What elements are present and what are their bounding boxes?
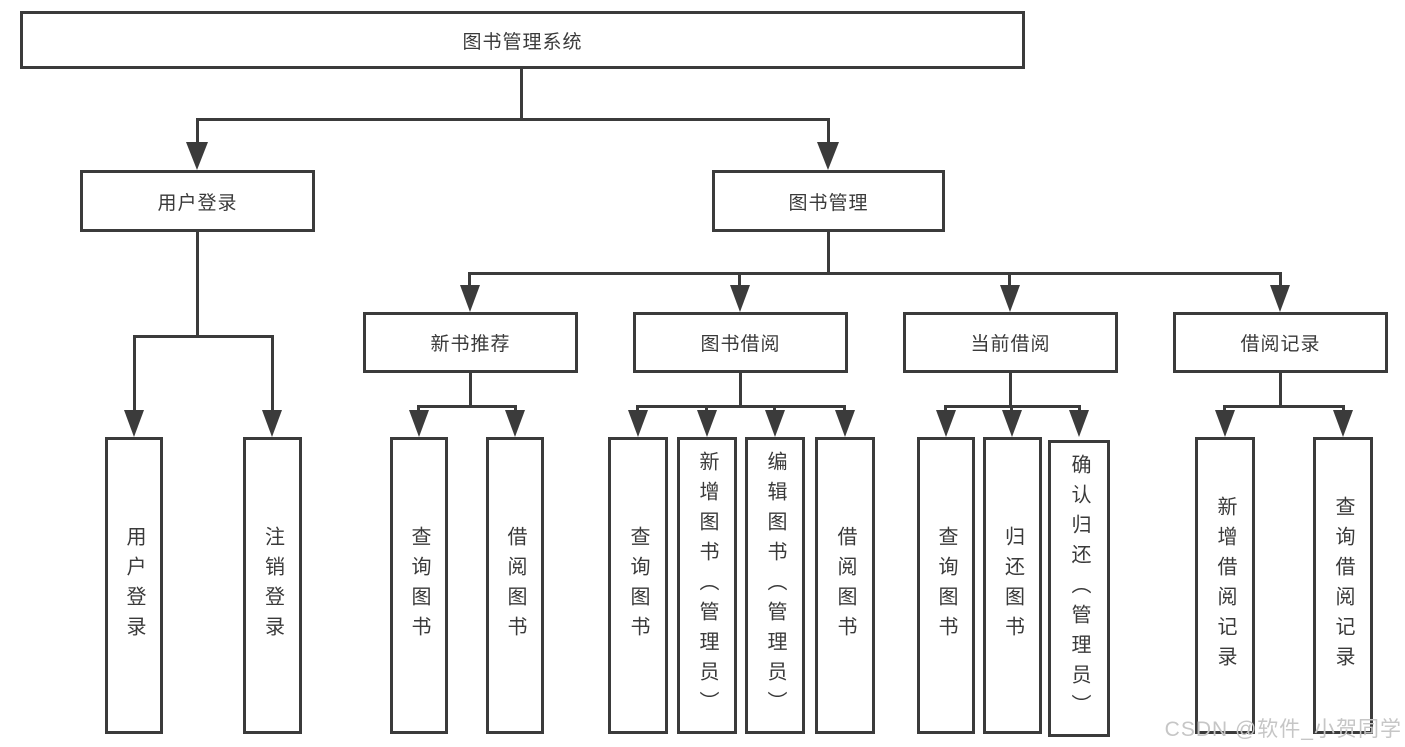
- connector-current-branch: [944, 405, 1081, 408]
- node-book-management: 图书管理: [712, 170, 945, 232]
- node-label: 借阅图书: [834, 525, 856, 646]
- leaf-borrow-edit-books-admin: 编辑图书（管理员）: [745, 437, 805, 734]
- connector-login-trunk: [196, 232, 199, 335]
- node-new-book-recommend: 新书推荐: [363, 312, 578, 373]
- leaf-current-return-books: 归还图书: [983, 437, 1042, 734]
- node-label: 图书管理系统: [462, 31, 583, 53]
- leaf-logout: 注销登录: [243, 437, 302, 734]
- node-label: 用户登录: [157, 192, 238, 214]
- arrow-down-icon: [1215, 410, 1235, 437]
- arrow-down-icon: [505, 410, 525, 437]
- connector-borrow-trunk: [739, 373, 742, 405]
- connector-records-branch: [1223, 405, 1345, 408]
- node-label: 新书推荐: [430, 334, 511, 355]
- arrow-down-icon: [697, 410, 717, 437]
- arrow-down-icon: [1069, 410, 1089, 437]
- arrow-down-icon: [1333, 410, 1353, 437]
- leaf-borrow-query-books: 查询图书: [608, 437, 668, 734]
- node-user-login: 用户登录: [80, 170, 315, 232]
- node-current-borrowing: 当前借阅: [903, 312, 1118, 373]
- connector-login-branch: [133, 335, 274, 338]
- node-label: 查询借阅记录: [1332, 495, 1354, 676]
- leaf-borrow-borrow-books: 借阅图书: [815, 437, 875, 734]
- node-label: 查询图书: [627, 525, 649, 646]
- arrow-down-icon: [1002, 410, 1022, 437]
- arrow-down-icon: [765, 410, 785, 437]
- node-label: 用户登录: [123, 525, 145, 646]
- node-label: 归还图书: [1001, 525, 1024, 646]
- node-book-borrowing: 图书借阅: [633, 312, 848, 373]
- node-label: 借阅记录: [1240, 334, 1321, 355]
- node-label: 新增图书（管理员）: [696, 450, 718, 721]
- connector-stub-leaf-login: [133, 338, 136, 412]
- leaf-rec-borrow-books: 借阅图书: [486, 437, 544, 734]
- connector-rec-branch: [417, 405, 517, 408]
- node-label: 编辑图书（管理员）: [764, 450, 786, 721]
- node-label: 查询图书: [408, 525, 430, 646]
- leaf-records-add-record: 新增借阅记录: [1195, 437, 1255, 734]
- arrow-down-icon: [262, 410, 282, 437]
- arrow-down-icon: [628, 410, 648, 437]
- connector-stub-borrow: [738, 275, 741, 287]
- arrow-down-icon: [936, 410, 956, 437]
- connector-rec-trunk: [469, 373, 472, 405]
- arrow-down-icon: [186, 142, 208, 170]
- leaf-user-login: 用户登录: [105, 437, 163, 734]
- arrow-down-icon: [1000, 285, 1020, 312]
- node-label: 当前借阅: [970, 334, 1051, 355]
- node-label: 借阅图书: [504, 525, 526, 646]
- connector-stub-book-mgmt: [827, 121, 830, 144]
- connector-stub-rec: [468, 275, 471, 287]
- leaf-rec-query-books: 查询图书: [390, 437, 448, 734]
- connector-mgmt-branch: [468, 272, 1282, 275]
- leaf-current-confirm-return-admin: 确认归还（管理员）: [1048, 440, 1110, 737]
- arrow-down-icon: [730, 285, 750, 312]
- connector-borrow-branch: [636, 405, 846, 408]
- leaf-current-query-books: 查询图书: [917, 437, 975, 734]
- node-label: 新增借阅记录: [1214, 495, 1236, 676]
- connector-mgmt-trunk: [827, 232, 830, 272]
- node-label: 确认归还（管理员）: [1068, 453, 1090, 724]
- leaf-records-query-record: 查询借阅记录: [1313, 437, 1373, 734]
- connector-stub-current: [1008, 275, 1011, 287]
- leaf-borrow-add-books-admin: 新增图书（管理员）: [677, 437, 737, 734]
- node-label: 图书管理: [788, 192, 869, 214]
- connector-stub-user-login: [196, 121, 199, 144]
- arrow-down-icon: [409, 410, 429, 437]
- csdn-watermark: CSDN @软件_小贺同学: [1164, 718, 1402, 741]
- arrow-down-icon: [124, 410, 144, 437]
- arrow-down-icon: [460, 285, 480, 312]
- node-label: 注销登录: [261, 525, 284, 646]
- arrow-down-icon: [1270, 285, 1290, 312]
- node-root-system: 图书管理系统: [20, 11, 1025, 69]
- connector-records-trunk: [1279, 373, 1282, 405]
- node-label: 查询图书: [935, 525, 957, 646]
- arrow-down-icon: [835, 410, 855, 437]
- node-label: 图书借阅: [700, 334, 781, 355]
- connector-root-branch: [196, 118, 830, 121]
- node-borrowing-records: 借阅记录: [1173, 312, 1388, 373]
- connector-stub-records: [1279, 275, 1282, 287]
- connector-current-trunk: [1009, 373, 1012, 405]
- connector-root-trunk: [520, 68, 523, 121]
- connector-stub-leaf-logout: [271, 338, 274, 412]
- arrow-down-icon: [817, 142, 839, 170]
